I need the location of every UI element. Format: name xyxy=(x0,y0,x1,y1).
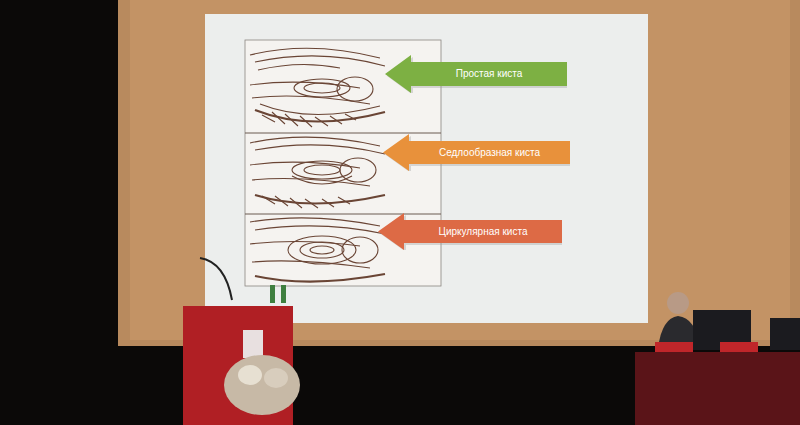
saddle-cyst-sketch xyxy=(250,137,385,208)
arrow-fill xyxy=(378,213,562,250)
cyst-type-arrow: Седлообразная киста xyxy=(383,134,570,171)
panel-divider xyxy=(245,214,441,215)
wall-glow xyxy=(130,0,790,340)
microphone xyxy=(200,258,232,300)
cyst-type-label: Циркулярная киста xyxy=(439,226,528,238)
flowers xyxy=(264,368,288,388)
flowers xyxy=(238,365,262,385)
arrow-fill xyxy=(383,134,570,171)
arrow-fill xyxy=(385,55,567,93)
bottle xyxy=(281,285,286,303)
projection-wall xyxy=(118,0,800,346)
slide xyxy=(205,14,648,323)
podium-emblem xyxy=(243,330,263,358)
cyst-type-label: Простая киста xyxy=(456,68,523,80)
simple-cyst-sketch xyxy=(250,48,385,127)
speaker-head xyxy=(667,292,689,314)
cyst-type-arrow: Циркулярная киста xyxy=(378,213,562,250)
panel-divider xyxy=(245,133,441,134)
presidium-table xyxy=(635,352,800,425)
bottle xyxy=(270,285,275,303)
cyst-type-label: Седлообразная киста xyxy=(439,147,540,159)
flowers xyxy=(224,355,300,415)
circular-cyst-sketch xyxy=(250,218,385,282)
monitor xyxy=(770,318,800,350)
cyst-type-arrow: Простая киста xyxy=(385,55,567,93)
